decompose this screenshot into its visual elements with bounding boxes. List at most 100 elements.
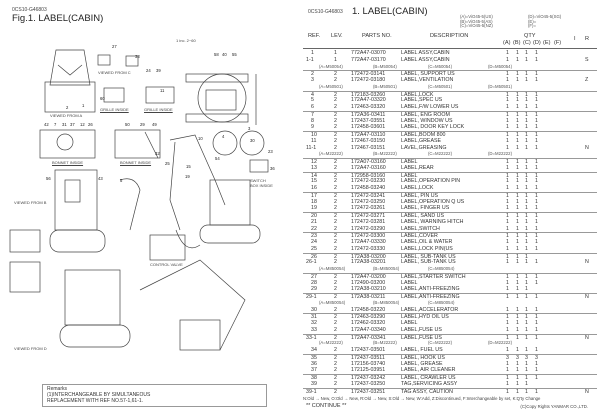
lev-cell: 2 bbox=[334, 185, 337, 191]
qty-cell: 1 bbox=[525, 164, 528, 171]
serial-note: (A=M22222) bbox=[319, 340, 343, 346]
lev-cell: 2 bbox=[334, 104, 337, 110]
qty-cell: 1 bbox=[516, 360, 519, 367]
qty-cell: 1 bbox=[525, 124, 528, 131]
qty-cell: 1 bbox=[516, 159, 519, 165]
part-number-cell: 172472-03230 bbox=[351, 178, 386, 185]
qty-cell: 1 bbox=[535, 111, 538, 118]
qty-cell: 1 bbox=[525, 205, 528, 212]
serial-note: (C=M850054) bbox=[428, 299, 455, 305]
qty-cell: 1 bbox=[525, 218, 528, 225]
qty-cell: 1 bbox=[506, 91, 509, 98]
callout-number: 50 bbox=[125, 122, 130, 127]
qty-cell: 3 bbox=[525, 354, 528, 361]
header-ref: REF. bbox=[308, 33, 321, 39]
qty-cell: 1 bbox=[506, 320, 509, 326]
qty-cell: 1 bbox=[516, 137, 519, 144]
header-e: (E) bbox=[543, 40, 551, 46]
qty-cell: 1 bbox=[506, 245, 509, 252]
callout-number: 27 bbox=[112, 44, 117, 49]
description-cell: LABEL,FUSE US bbox=[401, 334, 442, 341]
qty-cell: 3 bbox=[535, 354, 538, 361]
remarks-box: Remarks (1)INTERCHANGEABLE BY SIMULTANEO… bbox=[42, 384, 267, 407]
qty-cell: 1 bbox=[506, 192, 509, 199]
part-number-cell: 172472-03180 bbox=[351, 77, 386, 83]
description-cell: LABEL,OPERATION PIN bbox=[401, 178, 461, 185]
ref-cell: 16 bbox=[311, 185, 317, 191]
copyright: (C)Copy Rights YANMAR CO.,LTD. bbox=[520, 404, 588, 409]
part-number-cell: 172467-03150 bbox=[351, 137, 386, 144]
continue-text: ** CONTINUE ** bbox=[306, 403, 347, 409]
description-cell: LABEL,LOCK PIN(US bbox=[401, 245, 453, 252]
qty-cell: 1 bbox=[535, 159, 538, 165]
part-number-cell: 172437-03551 bbox=[351, 117, 386, 124]
description-cell: LABEL, HOOK US bbox=[401, 354, 445, 361]
qty-cell: 1 bbox=[535, 104, 538, 110]
serial-note: (B=M22222) bbox=[373, 340, 397, 346]
lev-cell: 2 bbox=[334, 239, 337, 245]
lev-cell: 2 bbox=[334, 144, 337, 151]
lev-cell: 2 bbox=[334, 388, 337, 395]
qty-cell: 1 bbox=[525, 159, 528, 165]
qty-cell: 1 bbox=[525, 233, 528, 240]
description-cell: LABEL, FUEL US bbox=[401, 347, 443, 353]
description-cell: LABEL bbox=[401, 320, 418, 326]
qty-cell: 1 bbox=[525, 50, 528, 56]
callout-number: 37 bbox=[70, 122, 75, 127]
qty-cell: 1 bbox=[506, 360, 509, 367]
qty-cell: 1 bbox=[525, 279, 528, 286]
ref-cell: 8 bbox=[311, 117, 314, 124]
callout-number: 39 bbox=[156, 68, 161, 73]
qty-cell: 1 bbox=[516, 320, 519, 326]
description-cell: LABEL, DOOR KEY LOCK bbox=[401, 124, 465, 131]
ref-cell: 29-1 bbox=[306, 294, 317, 300]
qty-cell: 1 bbox=[506, 286, 509, 293]
qty-cell: 1 bbox=[516, 71, 519, 78]
callout-number: 30 bbox=[250, 138, 255, 143]
description-cell: LABEL bbox=[401, 159, 418, 165]
qty-cell: 1 bbox=[506, 233, 509, 240]
header-divider bbox=[303, 48, 597, 49]
serial-note: (D=M50501) bbox=[488, 83, 513, 89]
qty-cell: 1 bbox=[506, 144, 509, 151]
header-f: (F) bbox=[554, 40, 562, 46]
part-number-cell: 172437-03242 bbox=[351, 375, 386, 381]
revision-code-cell: N bbox=[585, 388, 589, 395]
qty-cell: 1 bbox=[535, 347, 538, 353]
ref-cell: 5 bbox=[311, 97, 314, 104]
serial-note: (C=M50054) bbox=[428, 63, 453, 69]
lev-cell: 2 bbox=[334, 218, 337, 225]
qty-cell: 1 bbox=[506, 253, 509, 260]
serial-note: (A=M850054) bbox=[319, 299, 346, 305]
qty-cell: 1 bbox=[516, 245, 519, 252]
qty-cell: 1 bbox=[516, 259, 519, 266]
ref-cell: 6 bbox=[311, 104, 314, 110]
qty-cell: 1 bbox=[506, 132, 509, 138]
ref-cell: 17 bbox=[311, 192, 317, 199]
lev-cell: 2 bbox=[334, 259, 337, 266]
qty-cell: 1 bbox=[525, 111, 528, 118]
qty-cell: 1 bbox=[535, 50, 538, 56]
qty-cell: 1 bbox=[535, 178, 538, 185]
qty-cell: 1 bbox=[525, 347, 528, 353]
qty-cell: 1 bbox=[535, 185, 538, 191]
ref-cell: 24 bbox=[311, 239, 317, 245]
description-cell: LABEL, AIR CLEANER bbox=[401, 367, 456, 374]
qty-cell: 1 bbox=[525, 56, 528, 63]
qty-cell: 1 bbox=[516, 172, 519, 179]
lev-cell: 2 bbox=[334, 225, 337, 232]
qty-cell: 1 bbox=[516, 91, 519, 98]
qty-cell: 1 bbox=[525, 178, 528, 185]
qty-cell: 1 bbox=[535, 239, 538, 245]
ref-cell: 20 bbox=[311, 213, 317, 219]
part-number-cell: 172472-03271 bbox=[351, 213, 386, 219]
